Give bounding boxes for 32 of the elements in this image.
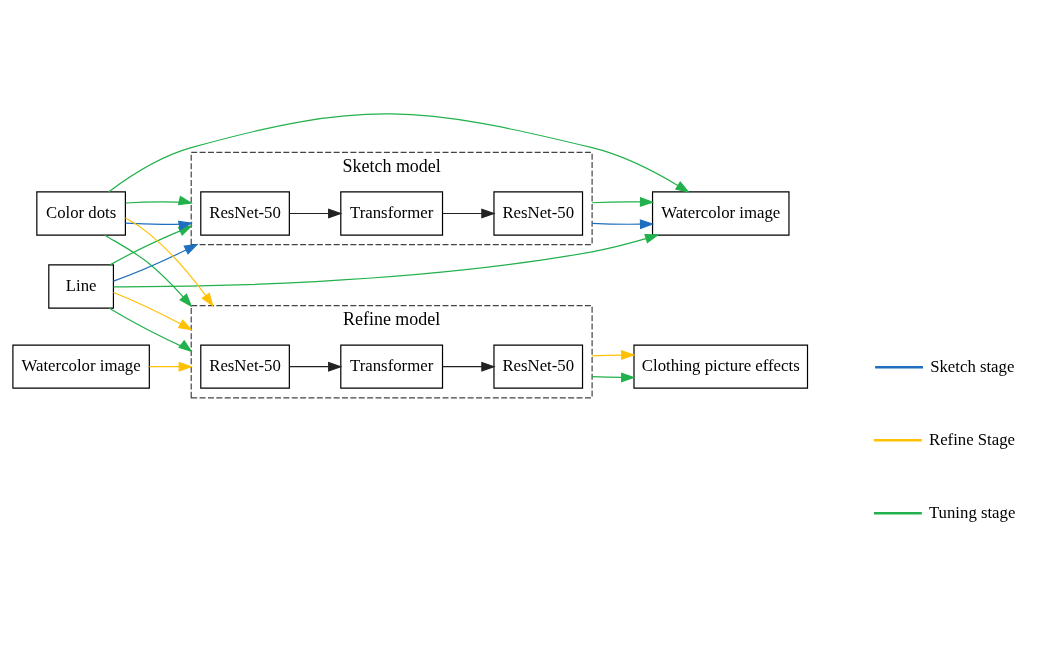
arrow: [125, 220, 193, 231]
node-box: Clothing picture effects: [633, 344, 809, 389]
node-box: Line: [48, 263, 114, 309]
arrow: [112, 243, 199, 282]
node-box: ResNet-50: [200, 344, 290, 389]
arrow: [148, 361, 194, 372]
legend-label: Refine Stage: [928, 429, 1016, 449]
arrow: [104, 234, 193, 307]
legend-label: Tuning stage: [928, 502, 1016, 522]
arrow: [124, 216, 214, 307]
arrow: [591, 218, 655, 229]
arrow: [591, 371, 636, 382]
arrow: [113, 233, 660, 287]
arrow: [288, 207, 343, 219]
legend-label: Sketch stage: [930, 356, 1015, 376]
node-box: ResNet-50: [493, 344, 584, 389]
node-box: Watercolor image: [12, 344, 150, 389]
arrow: [442, 361, 496, 372]
arrow: [125, 194, 193, 205]
arrow: [591, 196, 655, 207]
node-box: ResNet-50: [493, 190, 584, 236]
node-box: Watercolor image: [651, 190, 790, 236]
node-box: Color dots: [36, 190, 126, 236]
arrow: [288, 361, 343, 372]
node-box: Transformer: [340, 190, 444, 236]
arrow: [108, 112, 690, 193]
node-box: ResNet-50: [200, 190, 290, 236]
arrow: [108, 307, 193, 352]
arrow: [591, 349, 636, 360]
arrow: [112, 291, 193, 330]
node-box: Transformer: [340, 344, 444, 389]
arrow: [442, 207, 496, 219]
